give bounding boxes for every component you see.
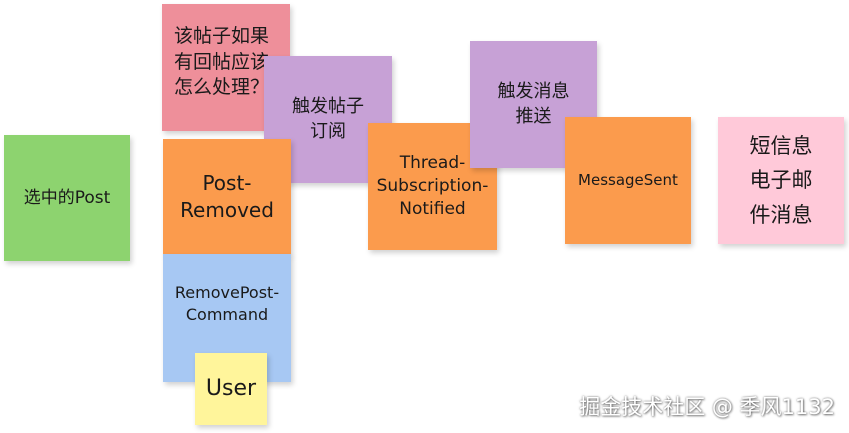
note-text: 该帖子如果 有回帖应该 怎么处理？ bbox=[174, 24, 269, 101]
note-label: User bbox=[205, 376, 257, 402]
note-line: 触发帖子 bbox=[292, 96, 364, 118]
sticky-note-user: User bbox=[195, 353, 267, 425]
note-line: 订阅 bbox=[310, 120, 346, 142]
note-line: Post- bbox=[202, 171, 252, 195]
note-line: Removed bbox=[180, 198, 274, 222]
note-line: 件消息 bbox=[749, 202, 813, 227]
note-line: Command bbox=[185, 305, 269, 324]
note-line: 推送 bbox=[515, 105, 552, 127]
sticky-note-message-sent: MessageSent bbox=[565, 117, 691, 244]
note-line: 怎么处理？ bbox=[174, 76, 270, 99]
sticky-note-channels: 短信息 电子邮 件消息 bbox=[718, 117, 844, 244]
note-text: Thread- Subscription- Notified bbox=[377, 152, 489, 221]
sticky-note-selected-post: 选中的Post bbox=[4, 135, 130, 261]
note-text: RemovePost- Command bbox=[175, 282, 279, 325]
note-text: 触发帖子 订阅 bbox=[292, 95, 364, 144]
note-line: Thread- bbox=[399, 153, 466, 174]
note-line: 该帖子如果 bbox=[174, 25, 270, 47]
note-line: 电子邮 bbox=[749, 168, 813, 193]
note-label: MessageSent bbox=[578, 171, 678, 190]
watermark: 掘金技术社区 @ 季风1132 bbox=[579, 395, 835, 419]
note-text: 触发消息 推送 bbox=[498, 80, 570, 129]
note-line: 触发消息 bbox=[497, 81, 570, 103]
note-line: 有回帖应该 bbox=[174, 50, 270, 73]
note-line: Subscription- bbox=[376, 176, 489, 197]
note-text: 短信息 电子邮 件消息 bbox=[750, 129, 813, 233]
note-label: 选中的Post bbox=[23, 187, 111, 208]
note-line: 短信息 bbox=[749, 133, 813, 158]
note-line: Notified bbox=[399, 198, 466, 219]
sticky-note-post-removed: Post- Removed bbox=[163, 139, 291, 255]
note-line: RemovePost- bbox=[174, 283, 280, 303]
note-text: Post- Removed bbox=[180, 170, 274, 224]
